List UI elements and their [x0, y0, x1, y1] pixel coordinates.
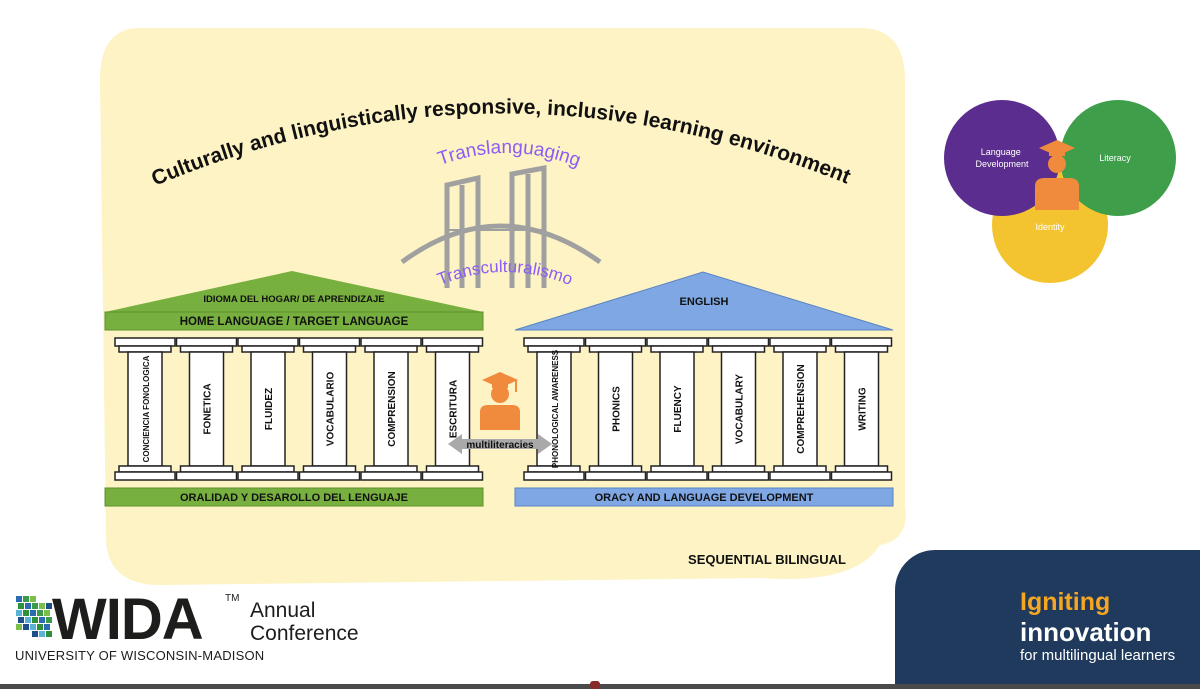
- multiliteracies-arrow: multiliteracies: [448, 434, 552, 454]
- left-pillar-label: CONCIENCIA FONOLOGICA: [142, 355, 151, 462]
- right-pillar-label: PHONOLOGICAL AWARENESS: [551, 349, 560, 468]
- left-roof-top-label: IDIOMA DEL HOGAR/ DE APRENDIZAJE: [203, 294, 384, 305]
- bottom-bar: [0, 681, 1200, 689]
- venn-diagram: Language Development Literacy Identity: [944, 100, 1176, 283]
- annual-conference-label: Annual Conference: [250, 599, 359, 645]
- recording-indicator: [590, 681, 600, 689]
- wida-logo-mosaic: [16, 596, 52, 637]
- venn-identity-label: Identity: [1035, 222, 1065, 232]
- left-pillar: FONETICA: [175, 337, 238, 481]
- tagline-text: for multilingual learners: [1020, 647, 1176, 664]
- wida-wordmark: WIDA: [52, 587, 204, 652]
- wida-trademark: TM: [225, 593, 240, 604]
- igniting-innovation-panel: [895, 550, 1200, 686]
- igniting-text: Igniting: [1020, 588, 1111, 616]
- venn-literacy-circle: [1060, 100, 1176, 216]
- left-pillar-label: COMPRENSION: [387, 371, 398, 447]
- left-pillar: CONCIENCIA FONOLOGICA: [114, 337, 176, 481]
- left-pillar: FLUIDEZ: [237, 337, 299, 481]
- annual-line: Annual: [250, 599, 316, 622]
- right-roof-label: ENGLISH: [680, 296, 729, 308]
- venn-language-circle: [944, 100, 1060, 216]
- university-label: UNIVERSITY OF WISCONSIN-MADISON: [15, 648, 265, 663]
- innovation-text: innovation: [1020, 617, 1152, 647]
- translanguaging-bridge: [400, 164, 602, 288]
- right-base: [514, 487, 894, 507]
- left-pillar: COMPRENSION: [360, 337, 422, 481]
- left-pillar-label: ESCRITURA: [449, 380, 460, 438]
- left-building: IDIOMA DEL HOGAR/ DE APRENDIZAJE HOME LA…: [104, 271, 484, 507]
- conference-line: Conference: [250, 622, 359, 645]
- right-pillar: PHONICS: [584, 337, 647, 481]
- left-roof-band-label: HOME LANGUAGE / TARGET LANGUAGE: [180, 316, 409, 328]
- left-roof: [105, 271, 483, 312]
- left-pillar: VOCABULARIO: [298, 337, 361, 481]
- right-pillar: COMPREHENSION: [769, 337, 831, 481]
- right-base-label: ORACY AND LANGUAGE DEVELOPMENT: [595, 492, 814, 504]
- right-pillar: VOCABULARY: [707, 337, 770, 481]
- left-pillar-label: FONETICA: [203, 383, 214, 434]
- left-pillar: ESCRITURA: [421, 337, 484, 481]
- right-pillar: FLUENCY: [646, 337, 708, 481]
- right-pillar-label: PHONICS: [612, 386, 623, 432]
- venn-literacy-label: Literacy: [1099, 153, 1131, 163]
- right-pillar-label: VOCABULARY: [735, 374, 746, 445]
- left-roof-band: [104, 311, 484, 331]
- left-base-label: ORALIDAD Y DESAROLLO DEL LENGUAJE: [180, 492, 408, 504]
- left-base: [104, 487, 484, 507]
- right-pillar-label: WRITING: [858, 387, 869, 431]
- left-pillar-label: FLUIDEZ: [264, 388, 275, 430]
- venn-learner-icon: [1035, 140, 1079, 210]
- learner-type-label: SEQUENTIAL BILINGUAL: [688, 552, 846, 567]
- left-pillar-label: VOCABULARIO: [326, 372, 337, 447]
- multiliteracies-label: multiliteracies: [466, 440, 534, 451]
- right-pillar-label: COMPREHENSION: [796, 364, 807, 453]
- right-roof: [514, 271, 894, 331]
- learner-icon: [480, 372, 520, 430]
- right-pillar-label: FLUENCY: [673, 385, 684, 433]
- venn-language-label: Language Development: [975, 147, 1029, 169]
- yellow-background: [100, 28, 906, 585]
- right-pillar: WRITING: [830, 337, 893, 481]
